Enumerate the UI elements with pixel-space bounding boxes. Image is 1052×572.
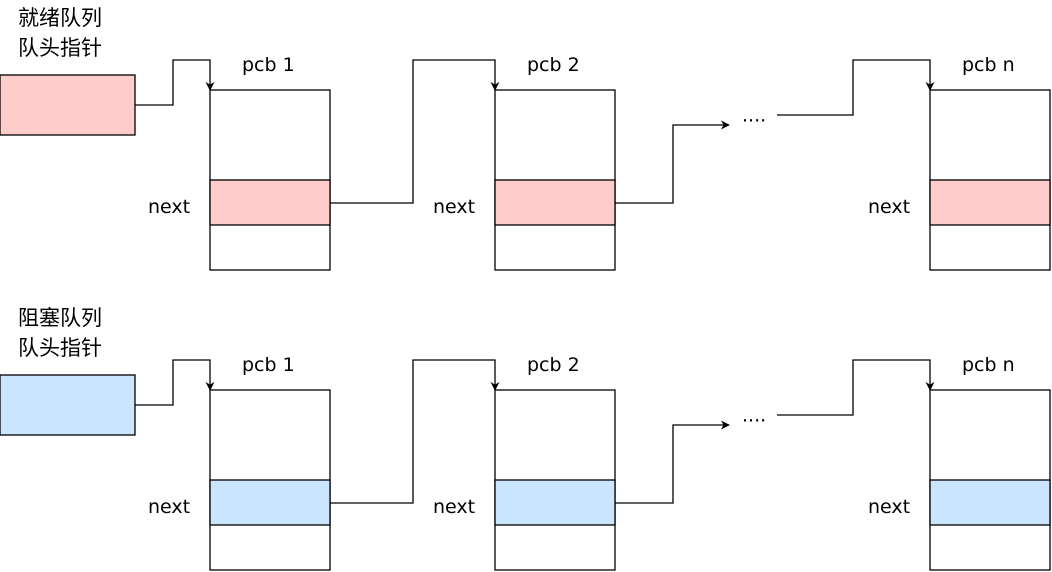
ready-ellipsis: ···· [742,110,766,132]
blocked-pcb-node-2: pcb 2 next [433,354,616,571]
ready-pcb-node-1: pcb 1 next [148,54,331,271]
next-label: next [148,496,190,518]
next-field [209,179,331,226]
blocked-head-to-pcb1-arrow [135,359,215,406]
pcb-title: pcb 1 [242,54,295,76]
blocked-ellipsis: ···· [742,410,766,432]
ready-queue-title-line-2: 队头指针 [18,36,102,60]
pcb-title: pcb n [962,354,1015,376]
next-label: next [868,196,910,218]
ready-pcb-node-2: pcb 2 next [433,54,616,271]
next-label: next [148,196,190,218]
next-field [209,479,331,526]
ready-queue-title-line-1: 就绪队列 [18,6,102,30]
blocked-pcb-node-1: pcb 1 next [148,354,331,571]
ready-head-pointer-box [0,74,136,136]
pcb-title: pcb 2 [527,54,580,76]
blocked-head-pointer-box [0,374,136,436]
ready-ellipsis-to-pcbn-arrow [777,59,935,116]
blocked-pcb2-to-ellipsis-arrow [615,420,730,504]
pcb-title: pcb 1 [242,354,295,376]
next-label: next [433,496,475,518]
blocked-queue-title-line-2: 队头指针 [18,336,102,360]
next-field [929,479,1051,526]
next-label: next [868,496,910,518]
ready-pcb-node-3: pcb n next [868,54,1051,271]
ready-head-to-pcb1-arrow [135,59,215,106]
next-field [494,179,616,226]
blocked-queue-title-line-1: 阻塞队列 [18,306,102,330]
next-label: next [433,196,475,218]
pcb-title: pcb n [962,54,1015,76]
blocked-ellipsis-to-pcbn-arrow [777,359,935,416]
next-field [494,479,616,526]
ready-pcb1-to-pcb2-arrow [330,59,500,204]
blocked-pcb-node-3: pcb n next [868,354,1051,571]
pcb-title: pcb 2 [527,354,580,376]
ready-pcb2-to-ellipsis-arrow [615,120,730,204]
next-field [929,179,1051,226]
blocked-pcb1-to-pcb2-arrow [330,359,500,504]
